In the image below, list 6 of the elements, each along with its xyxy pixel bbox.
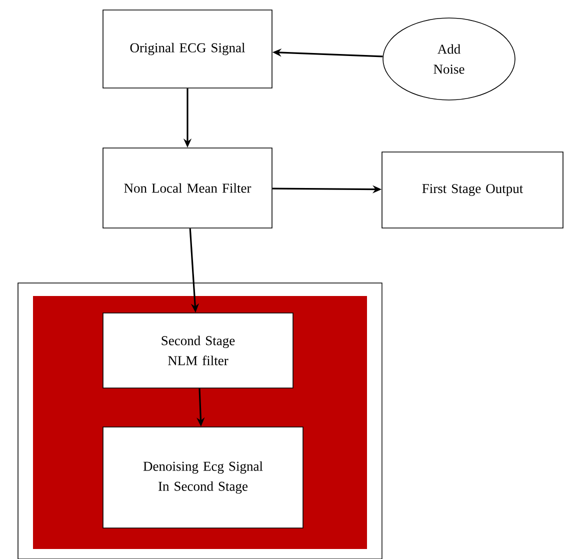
process-box: Denoising Ecg Signal In Second Stage	[102, 426, 304, 528]
process-box: Non Local Mean Filter	[102, 148, 272, 228]
ellipse-node: Add Noise	[382, 18, 516, 100]
process-box: Second Stage NLM filter	[102, 312, 294, 388]
process-box: Original ECG Signal	[102, 10, 272, 88]
process-box: First Stage Output	[382, 152, 564, 228]
